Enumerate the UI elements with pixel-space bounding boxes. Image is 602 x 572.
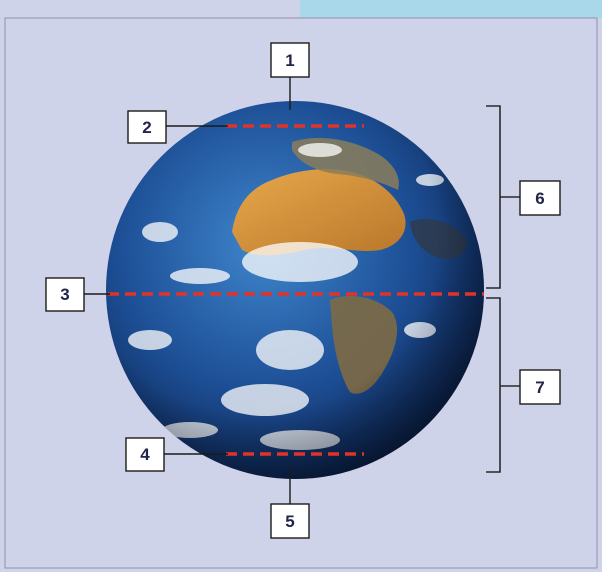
label-box-1: 1 xyxy=(270,42,310,78)
frame-border xyxy=(4,17,598,569)
label-box-3: 3 xyxy=(45,277,85,312)
label-number-7: 7 xyxy=(535,378,544,397)
label-box-7: 7 xyxy=(519,369,561,405)
label-number-5: 5 xyxy=(285,512,294,531)
label-number-1: 1 xyxy=(285,51,294,70)
top-light-band xyxy=(300,0,602,18)
label-number-4: 4 xyxy=(140,445,150,464)
bracket-southern-zone xyxy=(486,297,520,473)
label-box-5: 5 xyxy=(270,503,310,539)
label-box-4: 4 xyxy=(125,437,165,472)
label-number-3: 3 xyxy=(60,285,69,304)
label-number-6: 6 xyxy=(535,189,544,208)
label-box-6: 6 xyxy=(519,180,561,216)
bracket-northern-zone xyxy=(486,105,520,289)
label-box-2: 2 xyxy=(127,110,167,144)
earth-globe-icon xyxy=(106,101,484,479)
label-number-2: 2 xyxy=(142,118,151,137)
